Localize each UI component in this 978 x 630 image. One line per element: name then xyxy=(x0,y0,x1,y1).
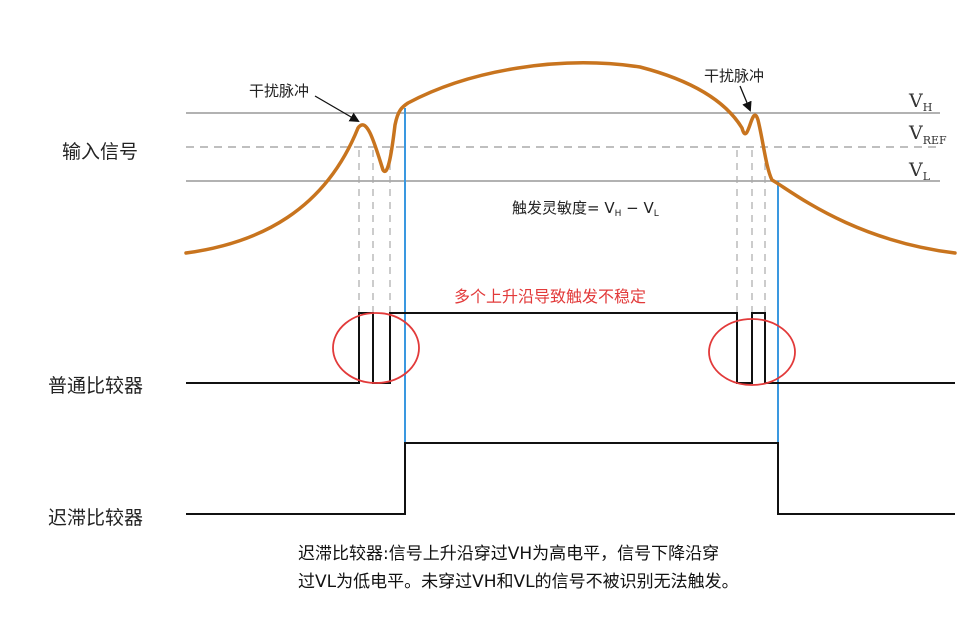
glitch-arrow-left xyxy=(314,95,360,123)
normal-comparator-waveform xyxy=(186,312,955,384)
label-vref: VREF xyxy=(908,122,947,147)
label-input-signal: 输入信号 xyxy=(62,141,138,163)
label-unstable-trigger-warning: 多个上升沿导致触发不稳定 xyxy=(454,287,646,306)
label-normal-comparator: 普通比较器 xyxy=(48,375,143,397)
label-vh: VH xyxy=(908,90,932,114)
label-glitch-left: 干扰脉冲 xyxy=(249,82,309,100)
label-hysteresis-comparator: 迟滞比较器 xyxy=(48,507,143,529)
unstable-region-circle-right xyxy=(708,318,796,386)
projection-dashed-lines xyxy=(358,150,766,312)
label-glitch-right: 干扰脉冲 xyxy=(704,67,764,85)
hysteresis-comparator-waveform xyxy=(186,442,955,515)
label-vl: VL xyxy=(908,159,931,183)
description-line-1: 迟滞比较器:信号上升沿穿过VH为高电平，信号下降沿穿 xyxy=(298,544,719,564)
unstable-region-circle-left xyxy=(332,312,420,384)
label-trigger-sensitivity: 触发灵敏度= VH − VL xyxy=(512,199,659,219)
input-signal-curve xyxy=(184,61,957,255)
glitch-arrow-right xyxy=(739,85,752,112)
description-line-2: 过VL为低电平。未穿过VH和VL的信号不被识别无法触发。 xyxy=(298,572,739,592)
